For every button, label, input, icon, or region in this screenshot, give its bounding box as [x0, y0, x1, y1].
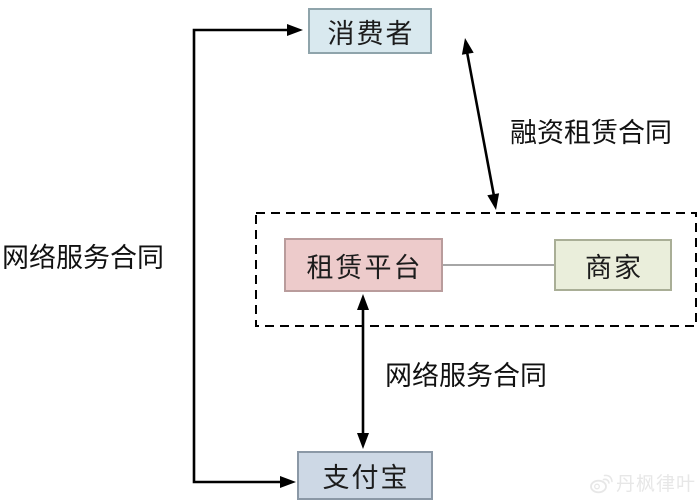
arrow-bracket-head-bottom: [280, 476, 296, 488]
node-platform: 租赁平台: [284, 238, 443, 292]
arrow-bracket-line: [192, 28, 288, 484]
node-alipay: 支付宝: [297, 451, 433, 500]
node-merchant-label: 商家: [585, 252, 643, 283]
node-consumer: 消费者: [308, 8, 432, 54]
arrow-platform-alipay-head-bottom: [357, 433, 369, 449]
arrow-consumer-platform-line: [465, 51, 496, 197]
label-network-service-contract-middle: 网络服务合同: [385, 361, 547, 391]
node-merchant: 商家: [554, 239, 672, 291]
arrow-consumer-platform-head-top: [461, 38, 474, 55]
label-finance-lease-contract: 融资租赁合同: [510, 118, 672, 148]
node-alipay-label: 支付宝: [322, 463, 410, 493]
watermark: 丹枫律叶: [589, 469, 696, 496]
node-platform-label: 租赁平台: [306, 252, 423, 283]
node-consumer-label: 消费者: [327, 18, 415, 49]
weibo-icon: [590, 474, 613, 493]
arrow-bracket-head-top: [287, 24, 303, 36]
dashed-group-border: [255, 212, 697, 327]
arrow-consumer-platform-head-bottom: [487, 193, 500, 210]
arrow-platform-alipay-head-top: [357, 294, 369, 310]
watermark-text: 丹枫律叶: [615, 474, 696, 495]
label-network-service-contract-left: 网络服务合同: [2, 243, 164, 273]
